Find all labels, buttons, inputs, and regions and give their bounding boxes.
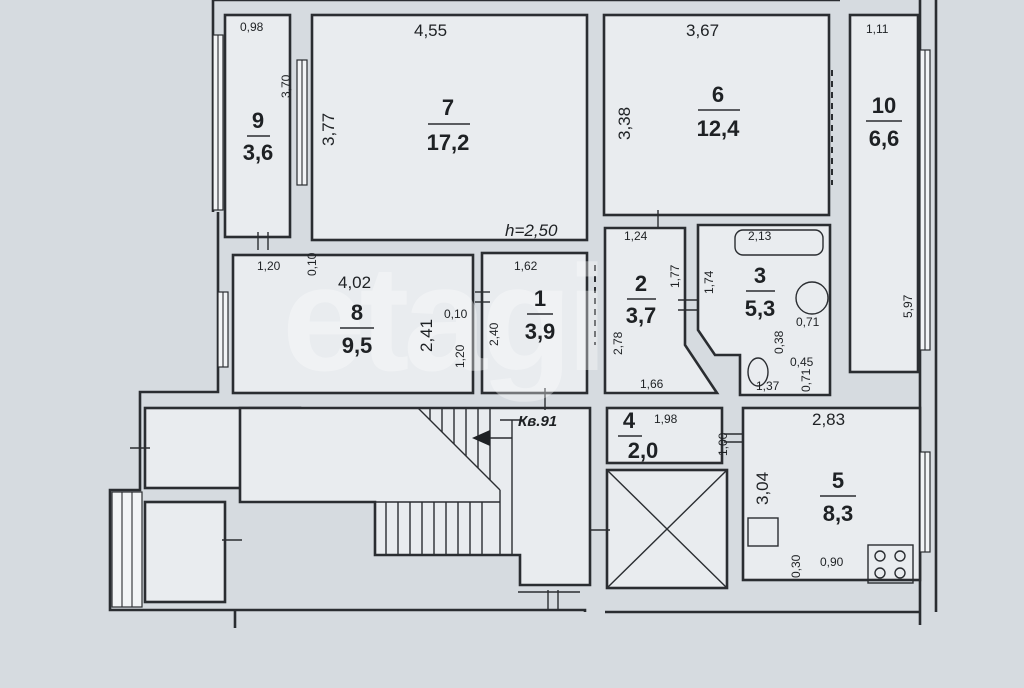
room-2-number: 2	[635, 271, 647, 296]
dim-1-00: 1,00	[716, 432, 730, 456]
corridor-bottom-left	[143, 500, 227, 604]
room-1-number: 1	[534, 286, 546, 311]
dim-3-70: 3,70	[279, 74, 293, 98]
dim-0-38: 0,38	[772, 330, 786, 354]
room-9-area: 3,6	[243, 140, 274, 165]
room-6-number: 6	[712, 82, 724, 107]
watermark: etagi	[282, 234, 602, 402]
room-9	[223, 13, 292, 239]
window-room9-inner	[296, 59, 308, 186]
dim-0-98: 0,98	[240, 20, 264, 34]
room-6	[602, 13, 831, 217]
room-8-number: 8	[351, 300, 363, 325]
room-7-area: 17,2	[427, 130, 470, 155]
door-marks	[130, 210, 742, 610]
room-10-number: 10	[872, 93, 896, 118]
room-10-area: 6,6	[869, 126, 900, 151]
elevator-cross-b	[606, 469, 728, 589]
stove-burner-2	[894, 550, 906, 562]
room-7	[310, 13, 589, 242]
dim-3-04: 3,04	[753, 472, 772, 505]
room-5	[741, 406, 922, 582]
dim-0-90: 0,90	[820, 555, 844, 569]
stair-arrow-icon	[472, 430, 490, 446]
dim-1-24: 1,24	[624, 229, 648, 243]
dim-3-38: 3,38	[615, 107, 634, 140]
dim-0-10b: 0,10	[444, 307, 468, 321]
dim-1-98: 1,98	[654, 412, 678, 426]
ceiling-height: h=2,50	[505, 221, 558, 240]
dim-1-11: 1,11	[866, 22, 889, 36]
stove-burner-3	[874, 567, 886, 579]
dim-1-77: 1,77	[668, 264, 682, 288]
room-10	[848, 13, 920, 374]
dim-1-74: 1,74	[702, 270, 716, 294]
room-2	[603, 226, 720, 395]
bathtub	[734, 229, 824, 256]
dim-4-02: 4,02	[338, 273, 371, 292]
dim-3-67: 3,67	[686, 21, 719, 40]
room-4-area: 2,0	[628, 438, 659, 463]
dim-1-62: 1,62	[514, 259, 538, 273]
room-7-number: 7	[442, 95, 454, 120]
dim-2-13: 2,13	[748, 229, 772, 243]
stove-burner-4	[894, 567, 906, 579]
washbasin	[795, 281, 829, 315]
dim-1-20a: 1,20	[257, 259, 281, 273]
dim-0-71b: 0,71	[799, 368, 813, 392]
stove	[867, 544, 914, 584]
dimensions: 0,98 3,70 4,55 3,77 3,67 3,38 1,11 5,97 …	[240, 20, 915, 578]
window-stair	[111, 491, 143, 608]
dim-2-41: 2,41	[417, 319, 436, 352]
room-3	[696, 223, 832, 397]
room-6-area: 12,4	[697, 116, 741, 141]
dim-2-83: 2,83	[812, 410, 845, 429]
window-room8	[217, 291, 229, 368]
room-4-number: 4	[623, 408, 636, 433]
dim-0-10a: 0,10	[305, 252, 319, 276]
room-9-number: 9	[252, 108, 264, 133]
dim-1-66: 1,66	[640, 377, 664, 391]
room-labels: 9 3,6 7 17,2 6 12,4 10 6,6 8 9,5 1 3,9 2…	[243, 82, 902, 526]
room-8-area: 9,5	[342, 333, 373, 358]
dim-2-78: 2,78	[611, 331, 625, 355]
room-5-number: 5	[832, 468, 844, 493]
dim-0-30: 0,30	[789, 554, 803, 578]
kitchen-sink	[747, 517, 779, 547]
room-1	[480, 251, 589, 395]
dim-4-55: 4,55	[414, 21, 447, 40]
stove-burner-1	[874, 550, 886, 562]
dim-2-40: 2,40	[487, 322, 501, 346]
room-1-area: 3,9	[525, 319, 556, 344]
dim-0-71a: 0,71	[796, 315, 820, 329]
stair-steps	[375, 407, 524, 555]
window-room5	[919, 451, 931, 553]
dim-1-20b: 1,20	[453, 344, 467, 368]
dim-0-45: 0,45	[790, 355, 814, 369]
stair-hall	[238, 406, 592, 587]
room-5-area: 8,3	[823, 501, 854, 526]
room-3-area: 5,3	[745, 296, 776, 321]
dim-5-97: 5,97	[901, 294, 915, 318]
window-room10	[919, 49, 931, 351]
room-3-number: 3	[754, 263, 766, 288]
dim-3-77: 3,77	[319, 113, 338, 146]
dim-1-37: 1,37	[756, 379, 780, 393]
window-room9	[212, 34, 224, 211]
room-2-area: 3,7	[626, 303, 657, 328]
apartment-label: Кв.91	[518, 413, 557, 430]
room-8	[231, 253, 475, 395]
toilet	[747, 357, 769, 387]
